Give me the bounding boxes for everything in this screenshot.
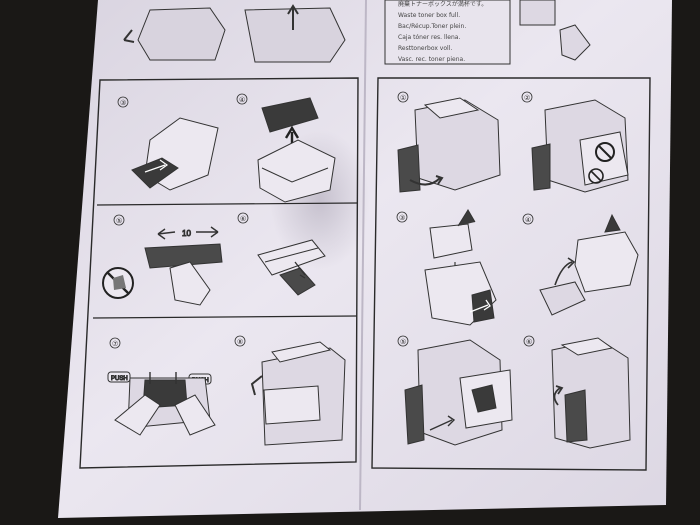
illustration-insert-box — [404, 339, 513, 446]
right-step-6: ⑥ — [526, 338, 532, 346]
illustration-push: PUSH PUSH — [107, 371, 216, 436]
right-step-5: ⑤ — [400, 338, 406, 346]
waste-toner-note: 廃棄トナーボックスが満杯です。 Waste toner box full. Ba… — [398, 0, 487, 63]
paper-fold — [359, 0, 367, 511]
left-step-3: ③ — [120, 99, 126, 107]
left-step-8: ⑧ — [237, 338, 243, 346]
note-line-4: Resttonerbox voll. — [398, 45, 452, 52]
left-divider-1 — [96, 202, 358, 206]
measure-label: 10 — [182, 229, 191, 238]
right-step-2: ② — [524, 94, 530, 102]
illustration-toner-box — [257, 97, 336, 203]
left-step-numbers: ③ ④ ⑤ ⑥ ⑦ ⑧ — [109, 93, 249, 349]
left-panel-frame — [79, 77, 359, 469]
illustration-install-toner — [257, 239, 326, 296]
illustration-toner-bag — [131, 117, 219, 191]
left-step-7: ⑦ — [112, 340, 118, 348]
note-line-1: Waste toner box full. — [398, 12, 460, 19]
illustration-shake-toner: 10 — [102, 226, 223, 306]
note-line-2: Bac/Récup.Toner plein. — [398, 23, 466, 30]
illustration-close-door — [551, 337, 631, 449]
right-panel-frame — [371, 77, 651, 471]
illustration-remove-waste-box — [531, 99, 629, 193]
note-line-3: Caja tóner res. llena. — [398, 34, 460, 41]
right-step-4: ④ — [525, 216, 531, 224]
illustration-new-waste-box — [539, 213, 639, 316]
illustration-close-cover — [250, 341, 346, 446]
right-step-numbers: ① ② ③ ④ ⑤ ⑥ — [396, 91, 535, 347]
left-step-4: ④ — [239, 96, 245, 104]
note-line-0: 廃棄トナーボックスが満杯です。 — [398, 0, 487, 8]
left-step-5: ⑤ — [116, 217, 122, 225]
top-strip — [123, 0, 591, 65]
right-step-1: ① — [400, 94, 406, 102]
illustration-open-side-door — [397, 97, 501, 193]
left-step-6: ⑥ — [240, 215, 246, 223]
left-divider-2 — [92, 315, 358, 319]
illustration-waste-bag — [424, 209, 497, 326]
right-step-3: ③ — [399, 214, 405, 222]
push-label-left: PUSH — [111, 376, 128, 382]
note-line-5: Vasc. rec. toner piena. — [398, 56, 465, 63]
